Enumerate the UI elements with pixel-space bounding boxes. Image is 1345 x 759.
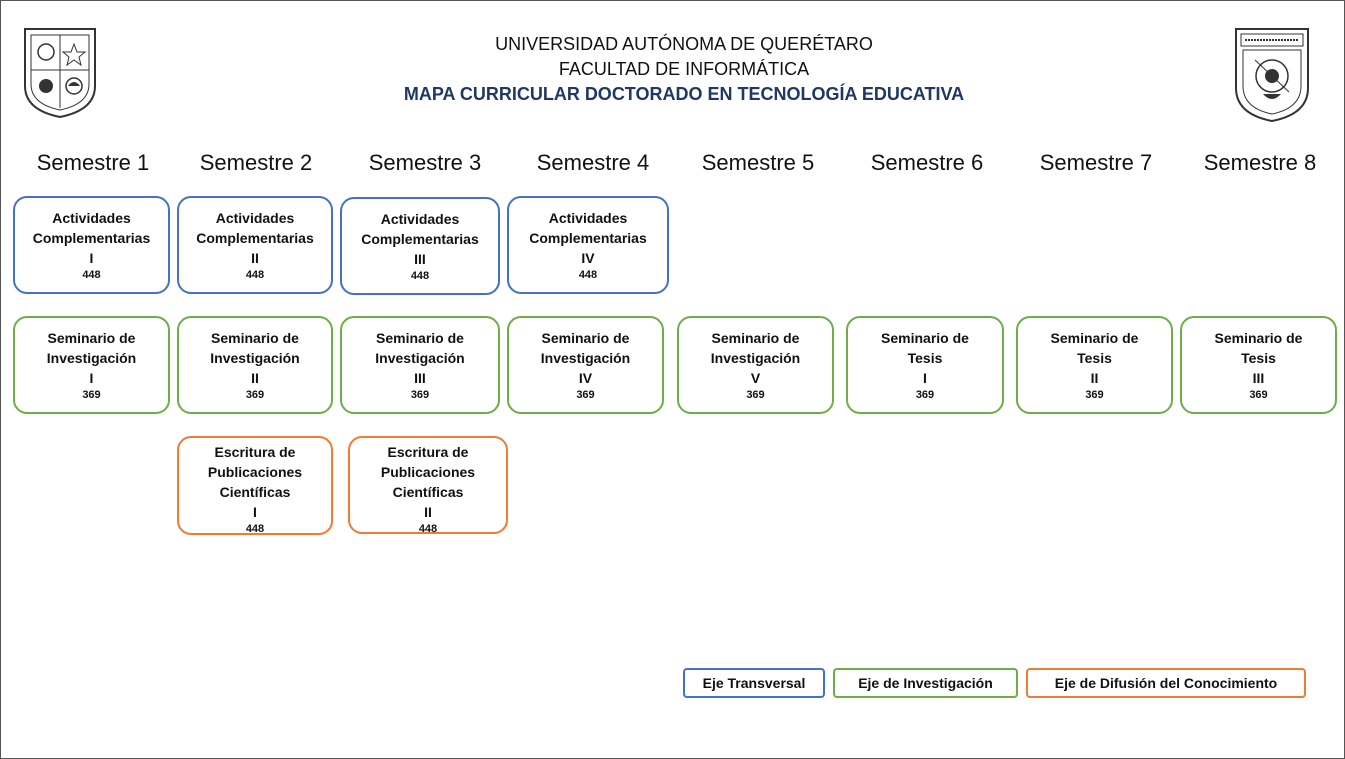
course-line: Investigación xyxy=(375,350,465,366)
course-line: V xyxy=(750,370,761,386)
course-line: Tesis xyxy=(1077,350,1112,366)
course-line: Científicas xyxy=(392,484,464,500)
course-line: Seminario de xyxy=(881,330,969,346)
page-header: UNIVERSIDAD AUTÓNOMA DE QUERÉTARO FACULT… xyxy=(300,32,1068,107)
course-code: 448 xyxy=(245,269,265,281)
course-line: III xyxy=(414,251,426,267)
course-line: Seminario de xyxy=(211,330,299,346)
course-line: Seminario de xyxy=(1050,330,1139,346)
course-line: II xyxy=(251,250,259,266)
course-box-transversal[interactable]: Actividades Complementarias III 448 xyxy=(340,197,500,295)
course-line: I xyxy=(89,250,94,266)
faculty-name: FACULTAD DE INFORMÁTICA xyxy=(558,59,810,79)
course-box-investigacion[interactable]: Seminario de Tesis I 369 xyxy=(846,316,1004,414)
course-line: I xyxy=(253,504,257,520)
course-line: IV xyxy=(578,370,593,386)
course-line: Investigación xyxy=(210,350,300,366)
course-code: 448 xyxy=(418,523,438,535)
course-box-difusion[interactable]: Escritura de Publicaciones Científicas I… xyxy=(177,436,333,535)
course-line: Investigación xyxy=(46,350,137,366)
course-line: Actividades xyxy=(380,211,460,227)
course-box-transversal[interactable]: Actividades Complementarias IV 448 xyxy=(507,196,669,294)
semester-heading-1: Semestre 1 xyxy=(36,150,150,175)
course-line: Publicaciones xyxy=(207,464,303,480)
course-line: III xyxy=(414,370,426,386)
semester-heading-7: Semestre 7 xyxy=(1039,150,1153,175)
semester-heading-6: Semestre 6 xyxy=(870,150,984,175)
course-box-investigacion[interactable]: Seminario de Tesis II 369 xyxy=(1016,316,1173,414)
semester-heading-5: Semestre 5 xyxy=(701,150,815,175)
semester-heading-2: Semestre 2 xyxy=(199,150,313,175)
university-shield-icon xyxy=(22,26,98,120)
course-line: II xyxy=(251,370,259,386)
course-line: Publicaciones xyxy=(380,464,476,480)
faculty-shield-icon xyxy=(1233,26,1311,124)
course-line: II xyxy=(1090,370,1099,386)
course-line: Seminario de xyxy=(541,330,630,346)
course-line: Complementarias xyxy=(32,230,151,246)
course-code: 369 xyxy=(1085,389,1104,401)
course-line: Tesis xyxy=(907,350,943,366)
course-box-investigacion[interactable]: Seminario de Investigación III 369 xyxy=(340,316,500,414)
course-line: Complementarias xyxy=(361,231,479,247)
course-line: Seminario de xyxy=(376,330,464,346)
course-code: 369 xyxy=(1249,389,1268,401)
course-line: Seminario de xyxy=(1214,330,1303,346)
course-line: Investigación xyxy=(540,350,631,366)
course-box-transversal[interactable]: Actividades Complementarias II 448 xyxy=(177,196,333,294)
course-box-difusion[interactable]: Escritura de Publicaciones Científicas I… xyxy=(348,436,508,535)
course-box-investigacion[interactable]: Seminario de Investigación IV 369 xyxy=(507,316,664,414)
course-box-investigacion[interactable]: Seminario de Investigación II 369 xyxy=(177,316,333,414)
course-box-investigacion[interactable]: Seminario de Investigación V 369 xyxy=(677,316,834,414)
course-line: Investigación xyxy=(710,350,801,366)
course-code: 448 xyxy=(578,269,598,281)
course-code: 448 xyxy=(410,270,430,282)
semester-heading-3: Semestre 3 xyxy=(368,150,482,175)
course-line: Seminario de xyxy=(711,330,800,346)
course-line: Actividades xyxy=(215,210,295,226)
course-line: I xyxy=(89,370,94,386)
course-box-investigacion[interactable]: Seminario de Investigación I 369 xyxy=(13,316,170,414)
legend-transversal: Eje Transversal xyxy=(683,668,825,698)
course-line: IV xyxy=(581,250,595,266)
course-code: 369 xyxy=(746,389,765,401)
course-code: 369 xyxy=(576,389,595,401)
course-code: 448 xyxy=(82,269,101,281)
course-line: II xyxy=(424,504,432,520)
course-line: III xyxy=(1252,370,1265,386)
course-box-investigacion[interactable]: Seminario de Tesis III 369 xyxy=(1180,316,1337,414)
legend-difusion: Eje de Difusión del Conocimiento xyxy=(1026,668,1306,698)
course-line: Científicas xyxy=(219,484,291,500)
course-line: Escritura de xyxy=(214,444,296,460)
semester-heading-8: Semestre 8 xyxy=(1203,150,1317,175)
course-line: Actividades xyxy=(548,210,628,226)
course-box-transversal[interactable]: Actividades Complementarias I 448 xyxy=(13,196,170,294)
course-line: Complementarias xyxy=(196,230,314,246)
legend-investigacion: Eje de Investigación xyxy=(833,668,1018,698)
program-title: MAPA CURRICULAR DOCTORADO EN TECNOLOGÍA … xyxy=(403,84,965,104)
course-code: 369 xyxy=(82,389,101,401)
university-name: UNIVERSIDAD AUTÓNOMA DE QUERÉTARO xyxy=(495,34,873,54)
course-line: Escritura de xyxy=(387,444,469,460)
course-code: 369 xyxy=(915,389,935,401)
semester-heading-4: Semestre 4 xyxy=(536,150,650,175)
course-line: Tesis xyxy=(1241,350,1276,366)
course-code: 369 xyxy=(245,389,265,401)
course-line: I xyxy=(923,370,927,386)
course-code: 448 xyxy=(245,523,265,535)
course-line: Complementarias xyxy=(529,230,647,246)
course-line: Actividades xyxy=(52,210,131,226)
course-code: 369 xyxy=(410,389,430,401)
course-line: Seminario de xyxy=(47,330,136,346)
